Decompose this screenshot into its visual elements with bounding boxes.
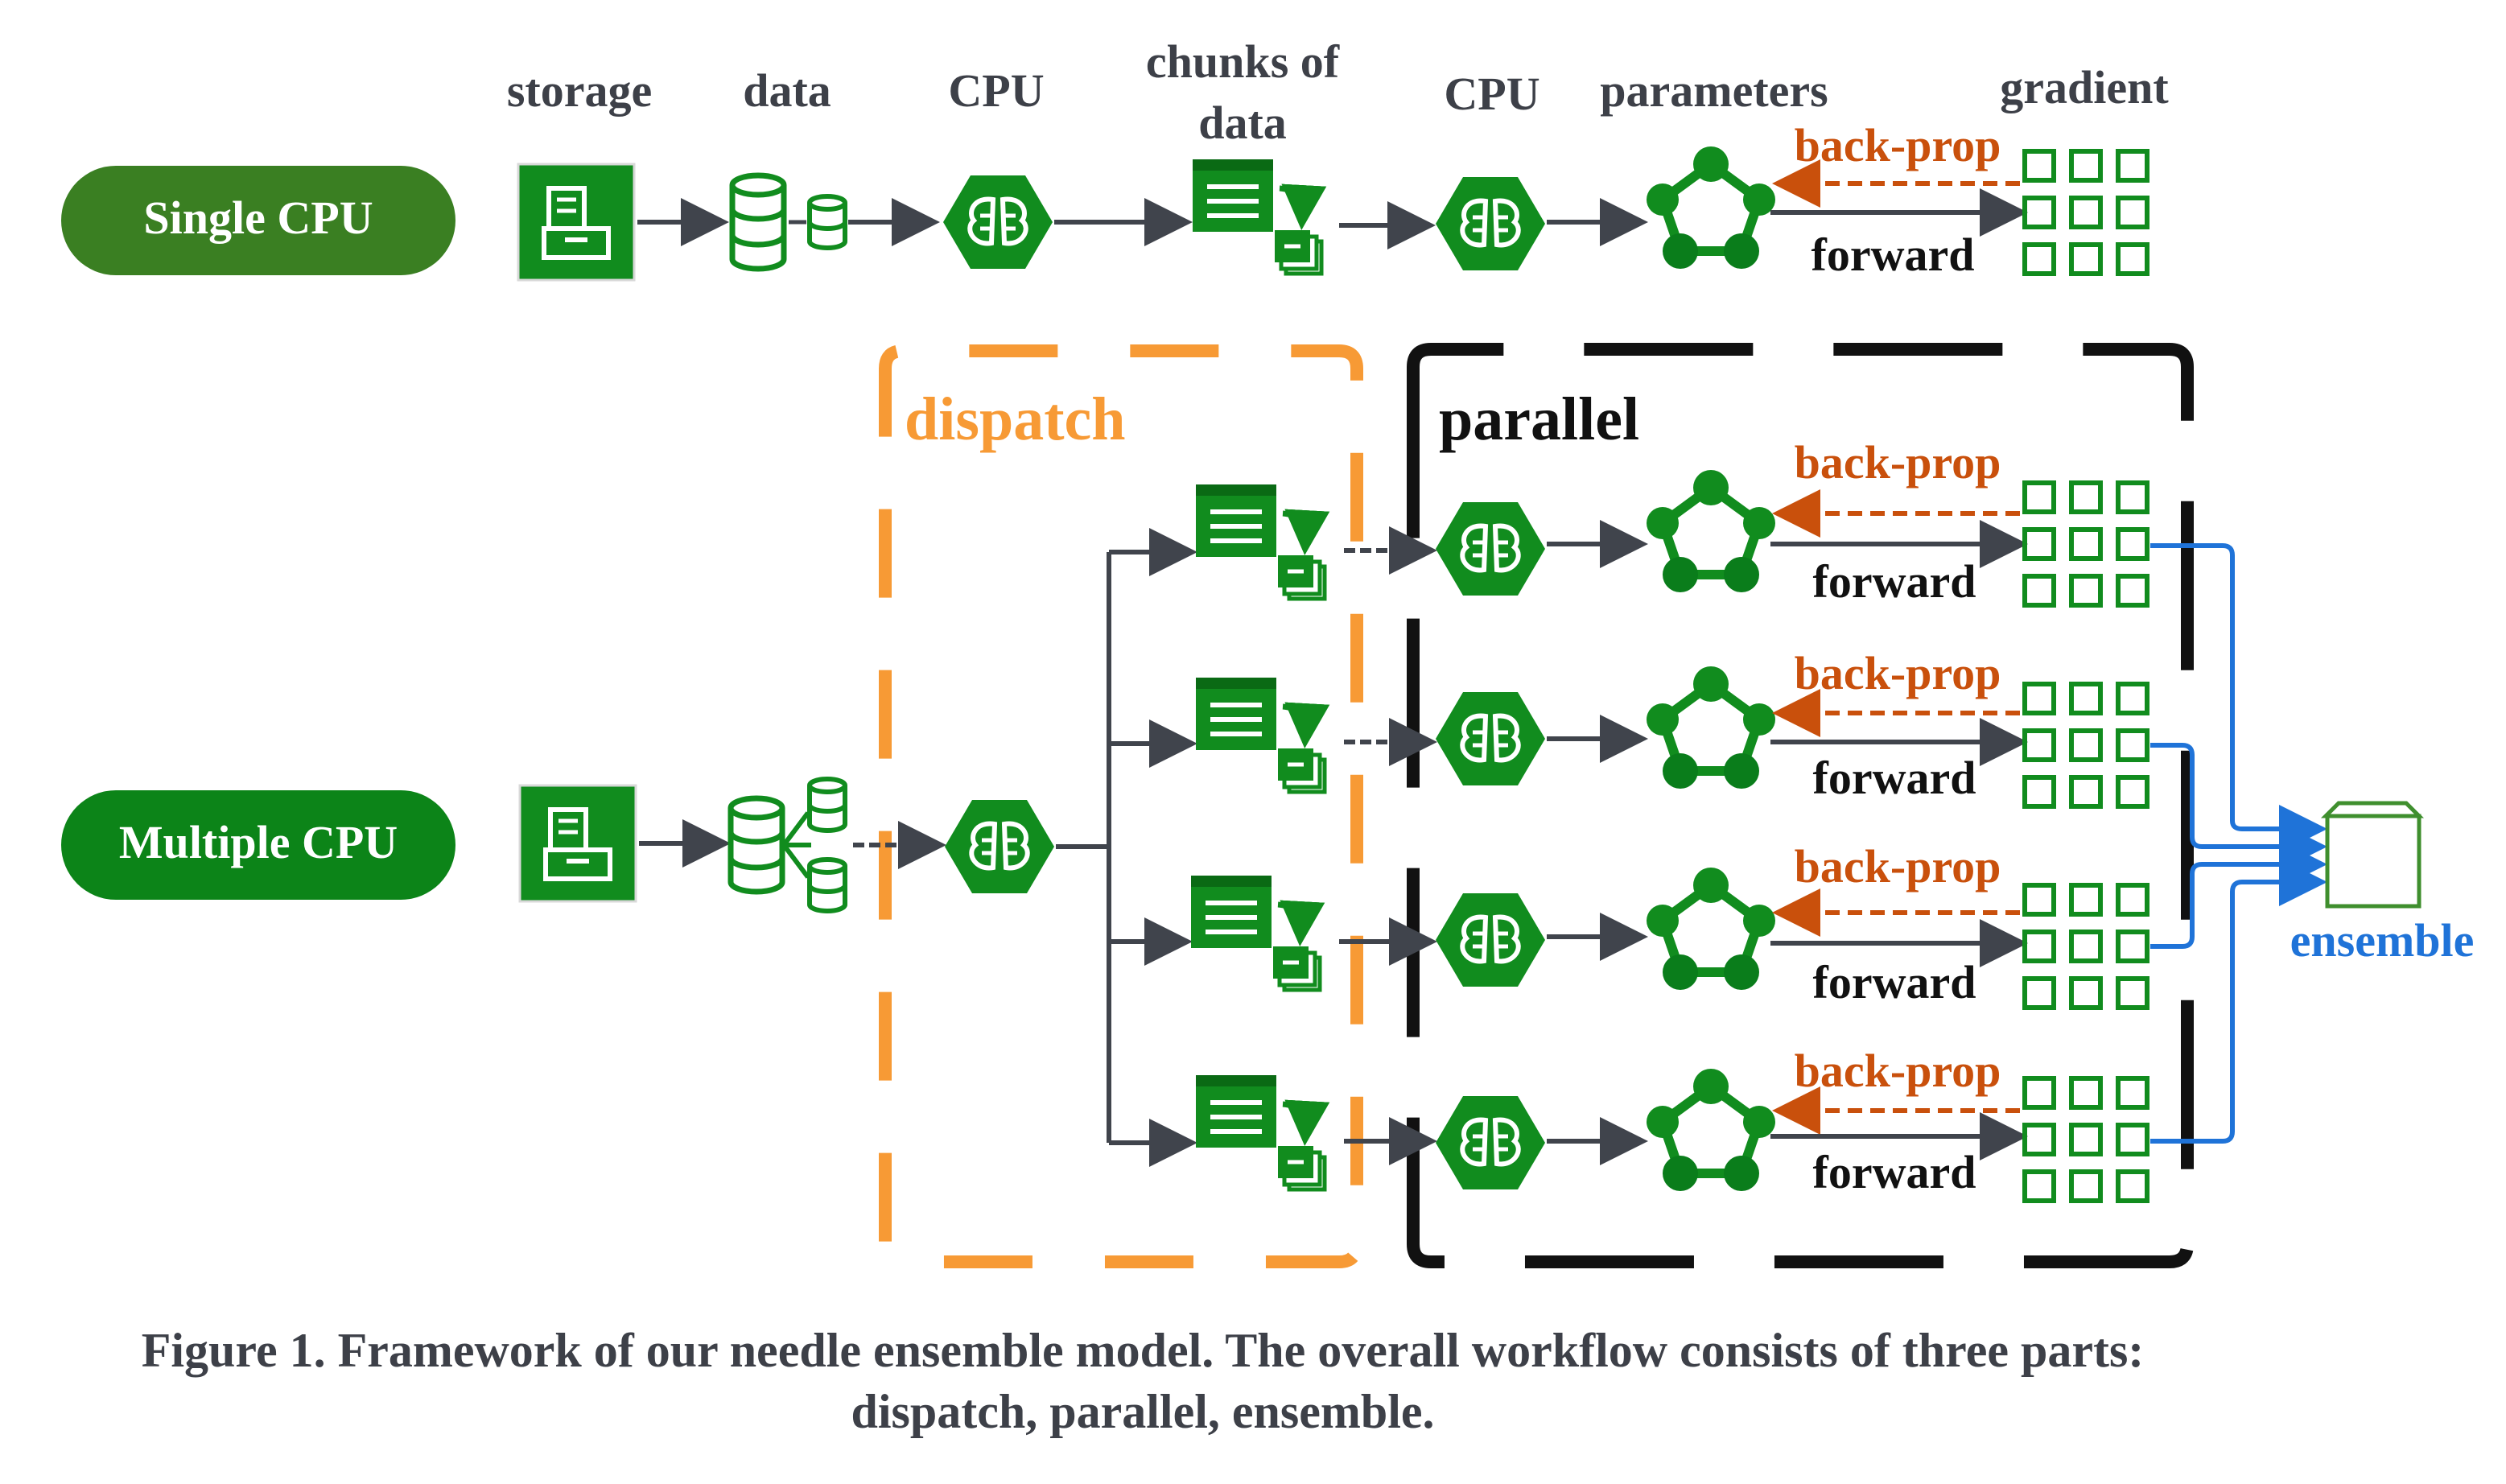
database-icon (732, 175, 784, 269)
cpu-brain-icon (1436, 177, 1545, 270)
back-prop-label: back-prop (1795, 436, 2001, 488)
cpu-brain-icon (1436, 692, 1545, 785)
multiple-cpu-label: Multiple CPU (119, 816, 398, 868)
cpu-brain-icon (945, 800, 1054, 893)
parameters-network-icon (1647, 1069, 1775, 1191)
database-icon (731, 798, 782, 892)
cpu-brain-icon (1436, 893, 1545, 987)
header-cpu: CPU (948, 64, 1044, 117)
header-chunks-line2: data (1198, 97, 1287, 149)
database-icon (810, 196, 845, 248)
document-chunks-icon (1191, 876, 1320, 990)
gradient-grid-icon (2025, 684, 2147, 806)
back-prop-label: back-prop (1795, 840, 2001, 892)
forward-label: forward (1811, 229, 1975, 281)
single-cpu-pill: Single CPU (61, 166, 455, 275)
forward-label: forward (1813, 555, 1976, 608)
document-chunks-icon (1196, 484, 1325, 599)
dispatch-frame (879, 344, 1363, 1268)
storage-box-icon (518, 164, 634, 280)
caption-line-1: Figure 1. Framework of our needle ensemb… (141, 1324, 2145, 1377)
header-gradient: gradient (2000, 61, 2169, 113)
cpu-brain-icon (1436, 502, 1545, 596)
storage-box-icon (520, 785, 636, 901)
database-icon (810, 859, 845, 911)
ensemble-label: ensemble (2290, 914, 2475, 967)
cpu-brain-icon (943, 175, 1053, 269)
forward-label: forward (1813, 956, 1976, 1008)
gradient-grid-icon (2025, 885, 2147, 1008)
caption-line-2: dispatch, parallel, ensemble. (851, 1385, 1435, 1438)
gradient-grid-icon (2025, 151, 2147, 274)
parameters-network-icon (1647, 868, 1775, 990)
dispatch-label: dispatch (905, 385, 1126, 453)
header-parameters: parameters (1600, 64, 1828, 117)
cpu-brain-icon (1436, 1096, 1545, 1189)
ensemble-lines (2150, 543, 2327, 1144)
parallel-label: parallel (1439, 385, 1639, 453)
gradient-grid-icon (2025, 1078, 2147, 1201)
document-chunks-icon (1196, 678, 1325, 792)
header-cpu-2: CPU (1444, 68, 1539, 120)
document-chunks-icon (1196, 1075, 1325, 1189)
ensemble-box-icon (2320, 801, 2425, 909)
gradient-grid-icon (2025, 483, 2147, 605)
parameters-network-icon (1647, 146, 1775, 269)
back-prop-label: back-prop (1795, 119, 2001, 171)
forward-label: forward (1813, 752, 1976, 804)
header-data: data (743, 64, 831, 117)
back-prop-label: back-prop (1795, 1045, 2001, 1097)
document-chunks-icon (1193, 159, 1321, 274)
connector (781, 811, 811, 879)
parameters-network-icon (1647, 666, 1775, 789)
back-prop-label: back-prop (1795, 647, 2001, 699)
single-cpu-label: Single CPU (143, 192, 373, 244)
forward-label: forward (1813, 1146, 1976, 1198)
header-storage: storage (507, 64, 652, 117)
header-chunks-line1: chunks of (1146, 35, 1340, 88)
multiple-cpu-pill: Multiple CPU (61, 790, 455, 900)
parallel-frame (1407, 343, 2194, 1268)
parameters-network-icon (1647, 470, 1775, 592)
figure-caption: Figure 1. Framework of our needle ensemb… (64, 1320, 2221, 1442)
database-icon (810, 779, 845, 831)
